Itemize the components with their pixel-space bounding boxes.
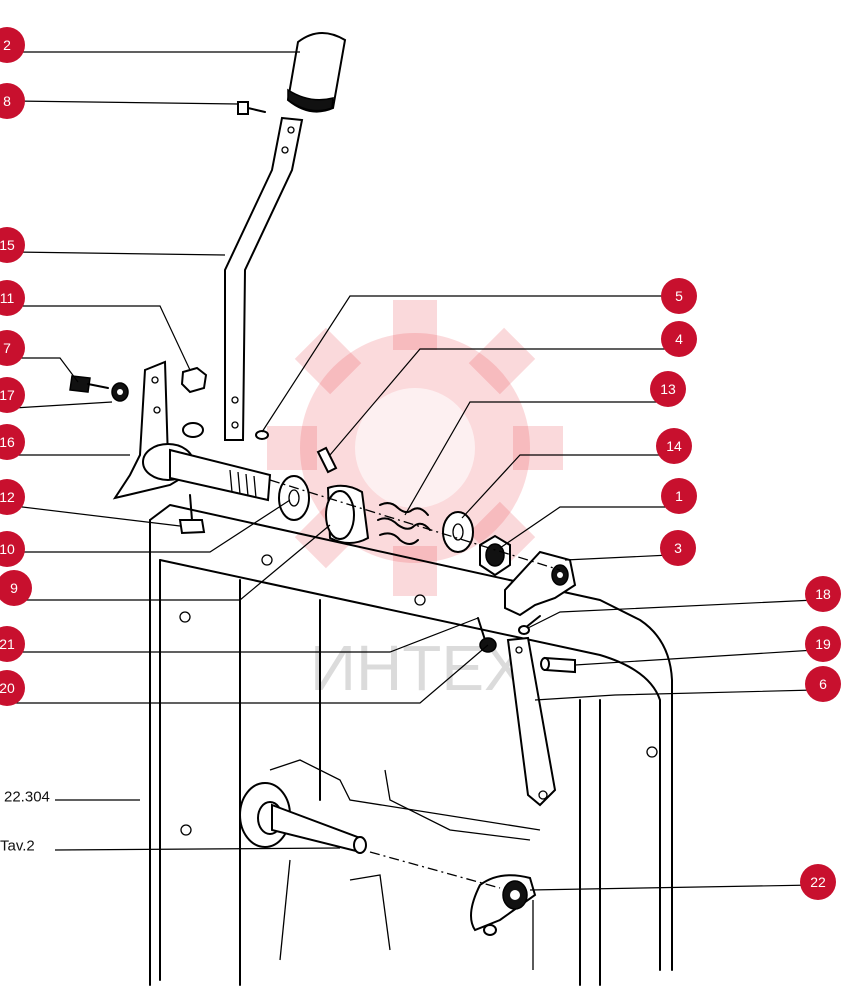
reference-tav-2: Tav.2 (0, 838, 35, 855)
small-hardware (69, 366, 208, 438)
callout-20: 20 (0, 670, 25, 706)
callout-4: 4 (661, 321, 697, 357)
callout-6: 6 (805, 666, 841, 702)
bolt-part (178, 494, 206, 535)
leader-lines (13, 51, 816, 891)
svg-text:1: 1 (675, 488, 683, 504)
callout-18: 18 (805, 576, 841, 612)
callout-22: 22 (800, 864, 836, 900)
svg-text:18: 18 (815, 586, 831, 602)
axis-lines (269, 479, 561, 970)
callout-19: 19 (805, 626, 841, 662)
callout-9: 9 (0, 570, 32, 606)
callout-16: 16 (0, 424, 25, 460)
callout-3: 3 (660, 530, 696, 566)
callout-5: 5 (661, 278, 697, 314)
svg-text:20: 20 (0, 680, 15, 696)
svg-text:17: 17 (0, 387, 15, 403)
reference-22-304: 22.304 (4, 789, 50, 806)
callout-13: 13 (650, 371, 686, 407)
callout-21: 21 (0, 626, 25, 662)
svg-text:2: 2 (3, 37, 11, 53)
svg-text:16: 16 (0, 434, 15, 450)
lever-part (224, 116, 304, 441)
shaft-stack (278, 475, 511, 577)
svg-text:15: 15 (0, 237, 15, 253)
callout-10: 10 (0, 531, 25, 567)
watermark-gear-icon (267, 300, 563, 596)
svg-text:3: 3 (674, 540, 682, 556)
callout-15: 15 (0, 227, 25, 263)
callout-7: 7 (0, 330, 25, 366)
svg-text:6: 6 (819, 676, 827, 692)
svg-text:7: 7 (3, 340, 11, 356)
bracket-shaft-part (112, 360, 272, 502)
reference-labels: 22.304 Tav.2 (0, 789, 50, 855)
svg-text:8: 8 (3, 93, 11, 109)
frame-plate (149, 504, 673, 986)
svg-text:5: 5 (675, 288, 683, 304)
svg-text:10: 10 (0, 541, 15, 557)
lever-arm-part (504, 550, 577, 617)
pins (255, 430, 338, 474)
svg-text:13: 13 (660, 381, 676, 397)
flange-part (470, 874, 537, 936)
callout-1: 1 (661, 478, 697, 514)
callout-12: 12 (0, 479, 25, 515)
svg-text:19: 19 (815, 636, 831, 652)
svg-text:11: 11 (0, 290, 14, 306)
screw-part (237, 101, 266, 115)
callout-2: 2 (0, 27, 25, 63)
lower-shaft-part (239, 782, 367, 854)
callout-14: 14 (656, 428, 692, 464)
svg-text:21: 21 (0, 636, 15, 652)
svg-text:9: 9 (10, 580, 18, 596)
callout-11: 11 (0, 280, 25, 316)
callouts: 2 8 15 11 7 17 16 12 10 9 21 20 5 4 13 1… (0, 27, 841, 900)
callout-17: 17 (0, 377, 25, 413)
callout-8: 8 (0, 83, 25, 119)
knob-part (286, 32, 347, 113)
svg-text:4: 4 (675, 331, 683, 347)
svg-text:14: 14 (666, 438, 682, 454)
svg-text:12: 12 (0, 489, 15, 505)
svg-text:22: 22 (810, 874, 826, 890)
rod-part (506, 636, 557, 807)
